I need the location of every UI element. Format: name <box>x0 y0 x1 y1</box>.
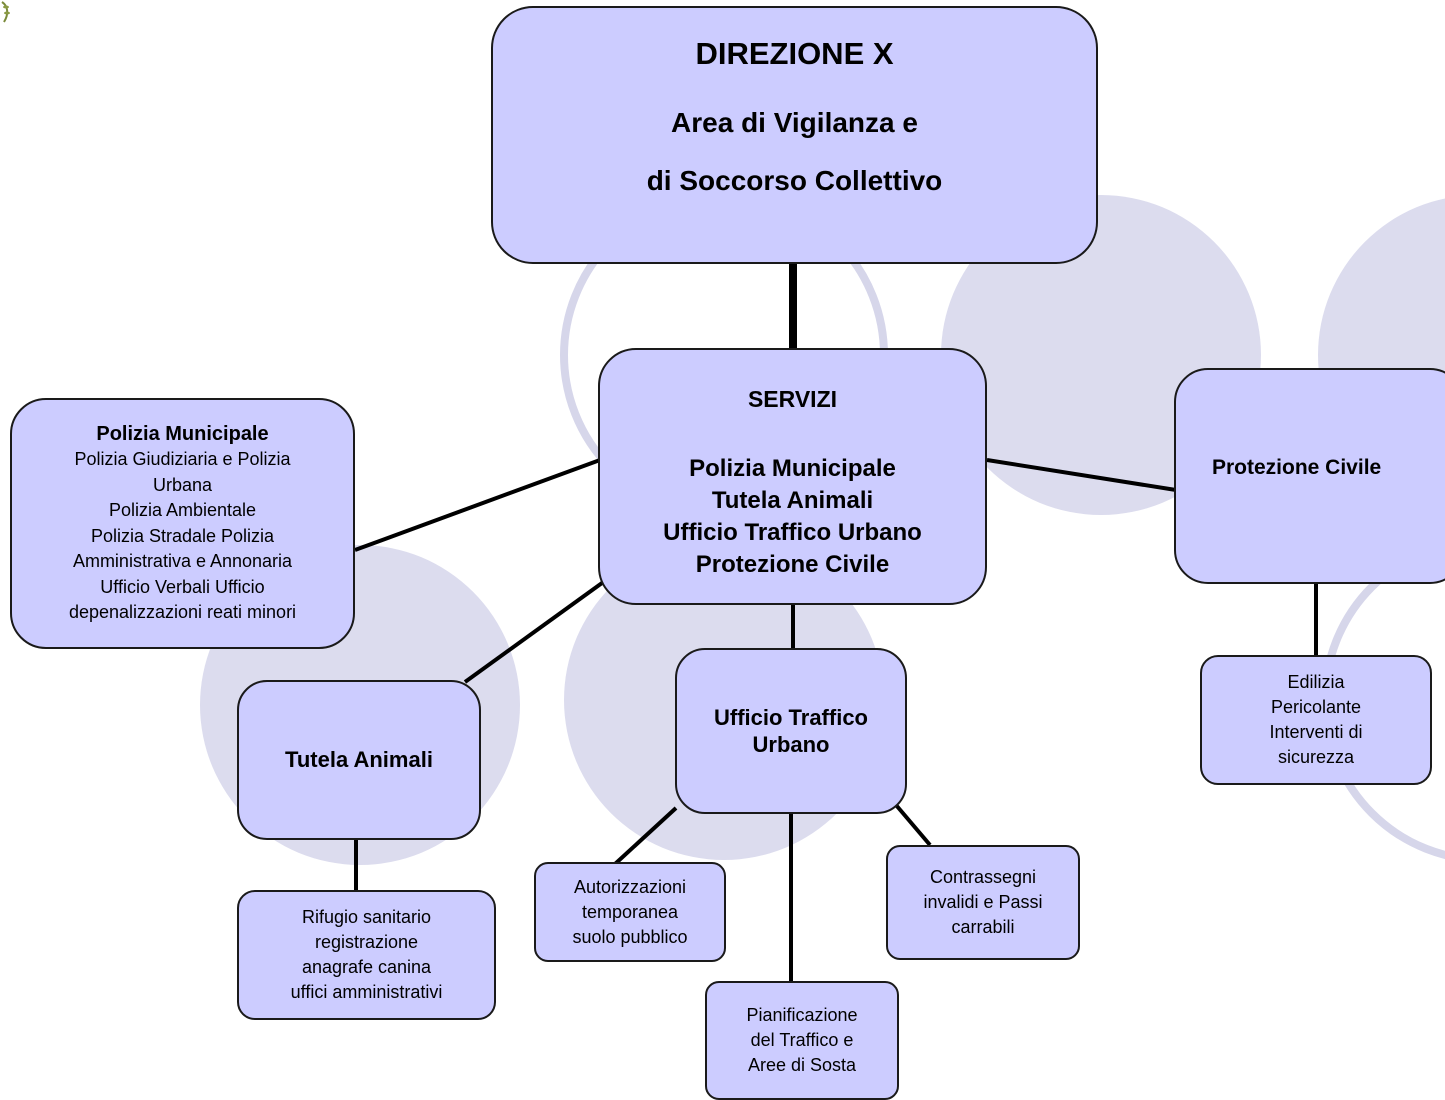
contrassegni-line: carrabili <box>951 917 1015 937</box>
autorizzazioni-line: suolo pubblico <box>572 926 688 947</box>
pianificazione-line: del Traffico e <box>750 1030 854 1050</box>
edilizia-box: Edilizia Pericolante Interventi di sicur… <box>1200 655 1432 785</box>
autorizzazioni-box: Autorizzazioni temporanea suolo pubblico <box>534 862 726 962</box>
traffico-line: Ufficio Traffico <box>713 705 868 730</box>
edilizia-line: Interventi di <box>1269 722 1363 742</box>
servizi-item: Protezione Civile <box>695 551 890 578</box>
polizia-line: Polizia Giudiziaria e Polizia <box>74 449 291 469</box>
pianificazione-line: Pianificazione <box>746 1005 858 1025</box>
edilizia-line: Pericolante <box>1270 697 1362 717</box>
tutela-animali-box: Tutela Animali <box>237 680 481 840</box>
direzione-title: DIREZIONE X <box>695 36 894 71</box>
laurel-logo-icon <box>1 1 10 23</box>
rifugio-line: uffici amministrativi <box>290 982 443 1002</box>
polizia-line: depenalizzazioni reati minori <box>68 602 297 622</box>
contrassegni-box: Contrassegni invalidi e Passi carrabili <box>886 845 1080 960</box>
protezione-civile-box: Protezione Civile <box>1174 368 1445 584</box>
protezione-title: Protezione Civile <box>1212 456 1382 479</box>
rifugio-line: anagrafe canina <box>301 957 432 977</box>
servizi-heading: SERVIZI <box>747 386 838 412</box>
direzione-box: DIREZIONE X Area di Vigilanza e di Socco… <box>491 6 1098 264</box>
servizi-item: Ufficio Traffico Urbano <box>663 519 922 546</box>
rifugio-line: registrazione <box>314 932 419 952</box>
polizia-line: Ufficio Verbali Ufficio <box>100 576 265 597</box>
edilizia-line: sicurezza <box>1277 747 1355 767</box>
traffico-line: Urbano <box>752 732 830 757</box>
servizi-box: SERVIZI Polizia Municipale Tutela Animal… <box>598 348 987 605</box>
polizia-line: Polizia Ambientale <box>108 500 257 520</box>
pianificazione-line: Aree di Sosta <box>747 1055 857 1075</box>
connector-traffico-autorizzazioni <box>613 806 678 866</box>
autorizzazioni-line: temporanea <box>581 901 679 922</box>
polizia-title: Polizia Municipale <box>96 422 269 445</box>
servizi-item: Polizia Municipale <box>689 455 896 482</box>
direzione-line-1: Area di Vigilanza e <box>671 107 918 138</box>
contrassegni-line: Contrassegni <box>929 867 1037 887</box>
edilizia-line: Edilizia <box>1287 672 1345 692</box>
polizia-line: Amministrativa e Annonaria <box>72 551 293 571</box>
tutela-title: Tutela Animali <box>285 747 433 772</box>
servizi-item: Tutela Animali <box>711 487 874 514</box>
ufficio-traffico-box: Ufficio Traffico Urbano <box>675 648 907 814</box>
rifugio-line: Rifugio sanitario <box>301 907 432 927</box>
rifugio-box: Rifugio sanitario registrazione anagrafe… <box>237 890 496 1020</box>
pianificazione-box: Pianificazione del Traffico e Aree di So… <box>705 981 899 1100</box>
polizia-line: Urbana <box>152 474 213 495</box>
connector-servizi-polizia <box>354 458 601 552</box>
polizia-line: Polizia Stradale Polizia <box>90 525 275 546</box>
direzione-line-2: di Soccorso Collettivo <box>646 165 943 196</box>
connector-servizi-tutela <box>463 581 604 684</box>
contrassegni-line: invalidi e Passi <box>923 892 1043 912</box>
connector-servizi-protezione <box>986 458 1177 492</box>
connector-traffico-contrassegni <box>894 803 932 847</box>
polizia-municipale-box: Polizia Municipale Polizia Giudiziaria e… <box>10 398 355 649</box>
autorizzazioni-line: Autorizzazioni <box>573 876 687 897</box>
